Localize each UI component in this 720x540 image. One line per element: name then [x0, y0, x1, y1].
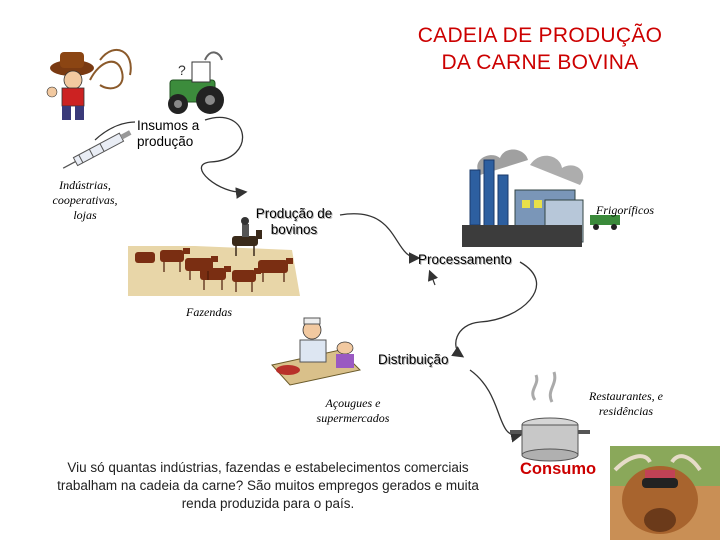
caption-line-2: trabalham na cadeia da carne? São muitos… [28, 477, 508, 495]
step-producao-line-1: Produção de [244, 206, 344, 222]
arrow-insumos-to-producao [201, 117, 245, 192]
arrow-distribuicao-to-consumo [470, 370, 520, 435]
label-industrias-line-3: lojas [38, 208, 132, 223]
label-industrias-line-1: Indústrias, [38, 178, 132, 193]
step-insumos-line-2: produção [137, 134, 199, 150]
arrow-processamento-to-distribuicao [456, 262, 537, 356]
highland-cow-photo [610, 446, 720, 540]
arrow-producao-to-processamento [340, 214, 418, 258]
step-insumos: Insumos a produção [137, 118, 199, 150]
label-restaurantes-line-1: Restaurantes, e [576, 389, 676, 404]
svg-text:?: ? [178, 62, 186, 78]
caption-line-3: renda produzida para o país. [28, 495, 508, 513]
label-restaurantes-line-2: residências [576, 404, 676, 419]
label-fazendas: Fazendas [186, 305, 232, 320]
butcher-icon [272, 318, 360, 385]
label-industrias: Indústrias, cooperativas, lojas [38, 178, 132, 223]
step-producao: Produção de bovinos [244, 206, 344, 238]
tractor-icon: ? [168, 52, 224, 114]
syringe-icon [61, 129, 132, 173]
step-producao-line-2: bovinos [244, 222, 344, 238]
label-industrias-line-2: cooperativas, [38, 193, 132, 208]
cowboy-icon [47, 50, 131, 120]
label-restaurantes: Restaurantes, e residências [576, 389, 676, 419]
caption-line-1: Viu só quantas indústrias, fazendas e es… [28, 459, 508, 477]
label-frigorificos: Frigoríficos [596, 203, 654, 218]
step-distribuicao: Distribuição [378, 352, 449, 368]
step-insumos-line-1: Insumos a [137, 118, 199, 134]
label-acougues-line-2: supermercados [298, 411, 408, 426]
step-processamento: Processamento [418, 252, 512, 268]
caption: Viu só quantas indústrias, fazendas e es… [28, 459, 508, 513]
arrow-processamento-up [430, 272, 435, 285]
step-consumo: Consumo [520, 460, 596, 479]
label-acougues-line-1: Açougues e [298, 396, 408, 411]
factory-icon [462, 150, 620, 247]
label-acougues: Açougues e supermercados [298, 396, 408, 426]
